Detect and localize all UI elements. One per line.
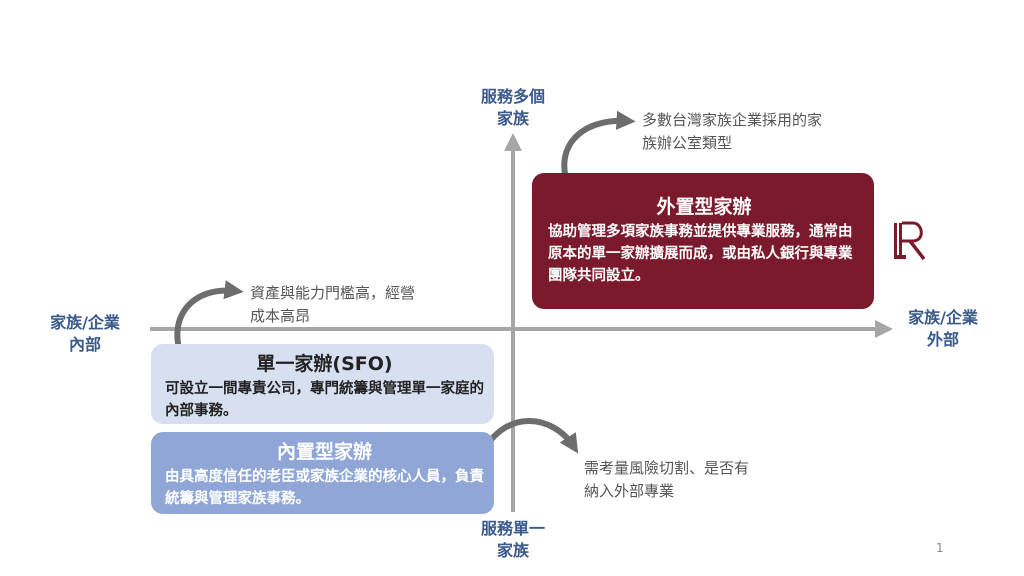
sfo-box-description: 可設立一間專責公司，專門統籌與管理單一家庭的內部事務。 [165, 381, 484, 419]
note-middle-left: 資產與能力門檻高，經營 成本高昂 [250, 284, 416, 325]
single-family-office-box: 單一家辦(SFO) 可設立一間專責公司，專門統籌與管理單一家庭的內部事務。 [151, 344, 494, 424]
internal-family-office-box: 內置型家辦 由具高度信任的老臣或家族企業的核心人員，負責統籌與管理家族事務。 [151, 432, 494, 514]
external-family-office-box: 外置型家辦 協助管理多項家族事務並提供專業服務，通常由原本的單一家辦擴展而成，或… [532, 173, 874, 309]
sfo-box-title: 單一家辦(SFO) [256, 353, 393, 375]
internal-box-description: 由具高度信任的老臣或家族企業的核心人員，負責統籌與管理家族事務。 [165, 469, 484, 507]
r-logo-icon [894, 221, 926, 261]
external-box-title: 外置型家辦 [656, 196, 752, 218]
axis-label-top: 服務多個 家族 [480, 87, 545, 128]
curved-arrow-bottom-right [480, 418, 579, 454]
axis-label-right: 家族/企業 外部 [908, 308, 978, 349]
external-box-description: 協助管理多項家族事務並提供專業服務，通常由原本的單一家辦擴展而成，或由私人銀行與… [548, 224, 853, 284]
page-number: 1 [936, 541, 944, 555]
axis-label-bottom: 服務單一 家族 [480, 519, 545, 560]
note-top-right: 多數台灣家族企業採用的家 族辦公室類型 [642, 111, 823, 152]
internal-box-title: 內置型家辦 [276, 441, 372, 463]
note-bottom-right: 需考量風險切割、是否有 納入外部專業 [584, 459, 750, 500]
axis-label-left: 家族/企業 內部 [50, 313, 120, 354]
